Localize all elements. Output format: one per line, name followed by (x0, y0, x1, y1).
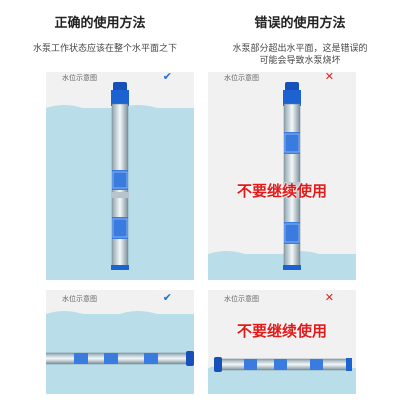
water (208, 251, 356, 280)
checkmark-icon: ✔ (162, 291, 172, 304)
warning-text: 不要继续使用 (236, 322, 327, 340)
right-title: 错误的使用方法 (254, 16, 346, 31)
warning-text: 不要继续使用 (236, 182, 327, 200)
left-description: 水泵工作状态应该在整个水平面之下 (32, 44, 177, 54)
right-description-line1: 水泵部分超出水平面，这是错误的 (232, 44, 368, 54)
panel-label: 水位示意图 (224, 74, 259, 82)
right-description-line2: 可能会导致水泵烧坏 (259, 56, 341, 66)
horizontal-pump (214, 357, 352, 372)
horizontal-pump (46, 351, 194, 366)
water-wave (46, 311, 194, 320)
cross-icon: ✕ (324, 72, 334, 83)
correct-vertical-panel: 水位示意图 ✔ (46, 72, 194, 280)
water-wave (208, 251, 356, 260)
vertical-pump (111, 82, 129, 270)
wrong-vertical-panel: 水位示意图 ✕ 不要继续使用 (208, 72, 356, 280)
right-description: 水泵部分超出水平面，这是错误的 可能会导致水泵烧坏 (200, 43, 400, 67)
checkmark-icon: ✔ (162, 72, 172, 83)
water (208, 365, 356, 394)
panel-label: 水位示意图 (224, 295, 259, 303)
correct-horizontal-panel: 水位示意图 ✔ (46, 290, 194, 394)
wrong-horizontal-panel: 水位示意图 ✕ 不要继续使用 (208, 290, 356, 394)
cross-icon: ✕ (324, 291, 334, 304)
panel-label: 水位示意图 (62, 74, 97, 82)
left-title: 正确的使用方法 (54, 16, 146, 31)
panel-label: 水位示意图 (62, 295, 97, 303)
vertical-pump (283, 82, 301, 270)
